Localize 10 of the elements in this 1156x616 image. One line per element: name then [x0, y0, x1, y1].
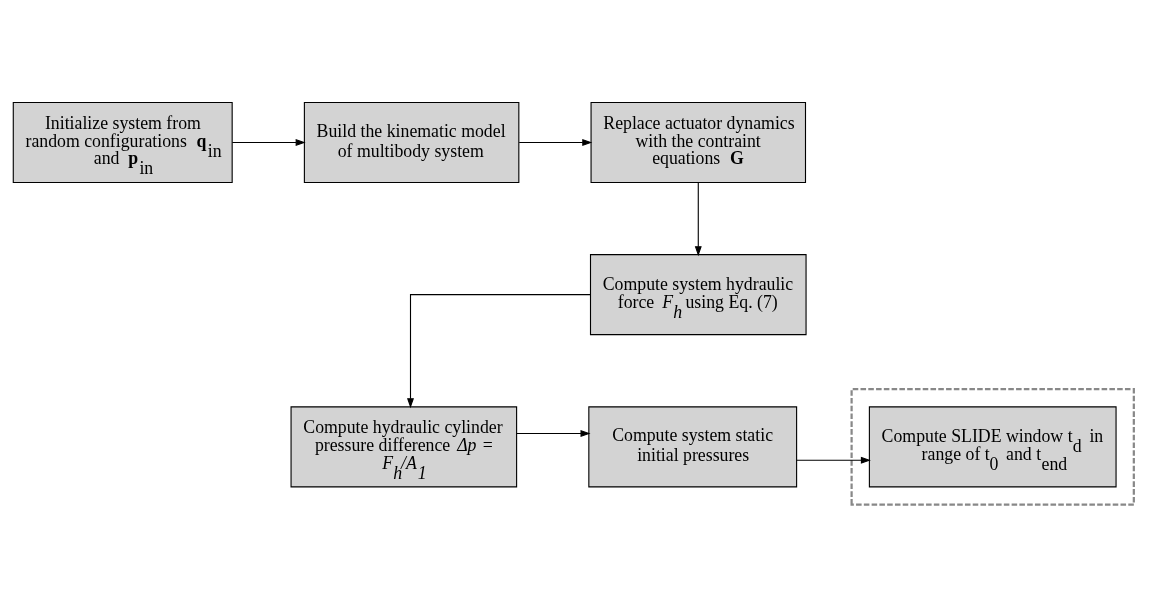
arrow [518, 138, 593, 146]
node-box: Replace actuator dynamics with the contraint equations G [590, 101, 807, 183]
arrow [231, 138, 306, 146]
arrow [516, 430, 591, 438]
node-box: Build the kinematic model of multibody system [303, 101, 520, 183]
cluster [850, 388, 1135, 506]
arrow [407, 294, 591, 409]
arrow [796, 456, 871, 464]
arrow [694, 182, 702, 257]
node-box: Compute system static initial pressures [588, 406, 798, 488]
